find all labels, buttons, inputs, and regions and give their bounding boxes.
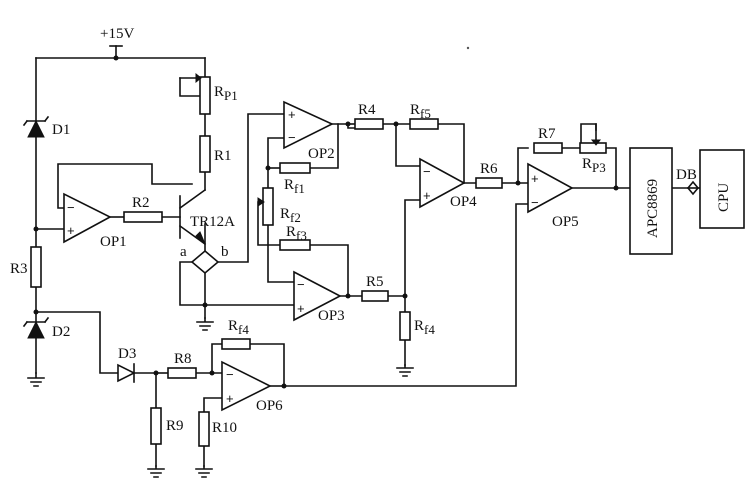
op2-minus: −	[288, 130, 296, 145]
junctions	[33, 55, 619, 389]
rp1-base: R	[214, 84, 224, 100]
r1-label: R1	[214, 148, 232, 164]
db-label: DB	[676, 167, 697, 183]
r7-label: R7	[538, 126, 556, 142]
rf4-label: Rf4	[414, 318, 435, 337]
r10-label: R10	[212, 420, 237, 436]
resistor-rp1	[199, 76, 211, 115]
rf6-base: R	[228, 318, 238, 334]
op5-minus: −	[531, 195, 539, 210]
rf5-base: R	[410, 102, 420, 118]
r8-label: R8	[174, 351, 192, 367]
rp1-sub: P1	[224, 88, 238, 103]
rp3-sub: P3	[592, 160, 606, 175]
opamp-op4: − +	[419, 157, 466, 209]
opamp-op6: − +	[221, 360, 272, 412]
rf4-base: R	[414, 318, 424, 334]
r5-label: R5	[366, 274, 384, 290]
op4-label: OP4	[450, 194, 477, 210]
rf3-label: Rf3	[286, 224, 307, 243]
op1-label: OP1	[100, 234, 127, 250]
resistor-r8	[167, 367, 197, 379]
rf6-label: Rf4	[228, 318, 249, 337]
rf4-sub: f4	[424, 322, 435, 337]
op6-label: OP6	[256, 398, 283, 414]
resistor-r3	[30, 246, 42, 288]
opamp-op3: − +	[293, 270, 342, 322]
rf1-base: R	[284, 177, 294, 193]
rf1-sub: f1	[294, 181, 305, 196]
resistor-rp3	[579, 142, 607, 154]
resistor-rf3	[279, 239, 311, 251]
rf2-label: Rf2	[280, 206, 301, 225]
rp1-label: RP1	[214, 84, 238, 103]
resistor-rf4	[399, 311, 411, 341]
op4-minus: −	[423, 164, 431, 179]
rf2-base: R	[280, 206, 290, 222]
r9-label: R9	[166, 418, 184, 434]
resistor-rf6	[221, 338, 251, 350]
transistor-label: TR12A	[190, 214, 235, 230]
op2-plus: +	[288, 107, 296, 122]
rf5-sub: f5	[420, 106, 431, 121]
transistor-tr12a	[178, 188, 207, 246]
resistor-rf5	[409, 118, 439, 130]
opamp-op2: + −	[283, 100, 334, 150]
rp3-base: R	[582, 156, 592, 172]
apc8869-block	[629, 147, 673, 255]
r2-label: R2	[132, 195, 150, 211]
bridge-node-b: b	[221, 244, 229, 260]
rf3-base: R	[286, 224, 296, 240]
diode-d3	[117, 363, 136, 383]
zener-diode-d1	[22, 115, 50, 138]
resistor-r7	[533, 142, 563, 154]
zener-diode-d2	[22, 316, 50, 339]
opamp-op5: + −	[527, 162, 574, 214]
r3-label: R3	[10, 261, 28, 277]
op2-label: OP2	[308, 146, 335, 162]
opamp-op1: − +	[63, 192, 112, 244]
rf3-sub: f3	[296, 228, 307, 243]
rf1-label: Rf1	[284, 177, 305, 196]
op3-label: OP3	[318, 308, 345, 324]
op3-plus: +	[297, 301, 305, 316]
resistor-rf1	[279, 162, 311, 174]
resistor-r4	[354, 118, 384, 130]
rf6-sub: f4	[238, 322, 249, 337]
bridge-sensor	[190, 249, 220, 275]
supply-label: +15V	[100, 26, 134, 42]
cpu-label: CPU	[716, 183, 732, 212]
rp3-label: RP3	[582, 156, 606, 175]
scan-speck	[466, 46, 470, 50]
rf2-sub: f2	[290, 210, 301, 225]
d2-label: D2	[52, 324, 70, 340]
resistor-r6	[475, 177, 503, 189]
op1-minus: −	[67, 200, 75, 215]
resistor-r10	[198, 411, 210, 447]
op4-plus: +	[423, 188, 431, 203]
ground-symbols	[27, 317, 414, 478]
resistor-rf2	[262, 187, 274, 226]
r4-label: R4	[358, 102, 376, 118]
resistor-r5	[361, 290, 389, 302]
r6-label: R6	[480, 161, 498, 177]
rf5-label: Rf5	[410, 102, 431, 121]
op5-plus: +	[531, 171, 539, 186]
op5-label: OP5	[552, 214, 579, 230]
resistor-r2	[123, 211, 163, 223]
op3-minus: −	[297, 277, 305, 292]
op1-plus: +	[67, 223, 75, 238]
d3-label: D3	[118, 346, 136, 362]
resistor-r9	[150, 407, 162, 445]
cpu-block	[699, 149, 745, 229]
bridge-node-a: a	[180, 244, 187, 260]
d1-label: D1	[52, 122, 70, 138]
resistor-r1	[199, 135, 211, 173]
op6-plus: +	[226, 391, 234, 406]
op6-minus: −	[226, 367, 234, 382]
apc8869-label: APC8869	[645, 179, 661, 238]
